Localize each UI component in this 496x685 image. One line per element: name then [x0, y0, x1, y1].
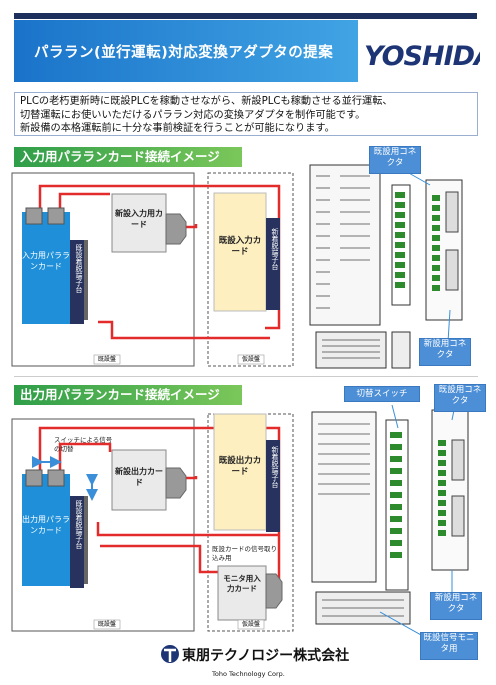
output-parallel-card-label: 出力用パラランカード [22, 515, 70, 535]
signal-capture-note: 既設カードの信号取り込み用 [212, 545, 277, 562]
company-name: 東朋テクノロジー株式会社 [182, 648, 350, 664]
input-module-side [309, 164, 381, 326]
intro-line: PLCの老朽更新時に既設PLCを稼動させながら、新設PLCも稼動させる並行運転、 [20, 96, 393, 107]
output-new-card [111, 449, 167, 511]
top-accent-bar [14, 13, 477, 19]
output-existing-panel [11, 418, 195, 632]
output-section-title: 出力用パラランカード接続イメージ [14, 385, 242, 405]
output-wire-4 [96, 522, 278, 537]
intro-line: 切替運転にお使いいただけるパララン対応の変換アダプタを制作可能です。 [20, 109, 366, 121]
output-new-terminal-label: 新着脱端子台 [271, 446, 279, 488]
input-existing-terminal [70, 240, 84, 324]
switch-note: スイッチによる信号の切替 [54, 436, 113, 453]
section-separator [14, 376, 478, 377]
output-existing-terminal [70, 496, 84, 588]
existing-input-card [213, 192, 267, 312]
output-module-front [431, 409, 469, 571]
company-name-en: Toho Technology Corp. [212, 670, 285, 678]
intro-box: PLCの老朽更新時に既設PLCを稼動させながら、新設PLCも稼動させる並行運転、… [14, 92, 478, 136]
output-callout-existing-connector: 既設用コネクタ [434, 384, 486, 412]
input-existing-terminal-label: 既設着脱端子台 [75, 244, 83, 293]
input-temp-panel-label: 仮設盤 [241, 356, 260, 363]
logo-text: YOSHIDA [364, 41, 480, 72]
input-new-terminal-label: 新着脱端子台 [271, 228, 279, 270]
input-wire-1 [38, 184, 281, 330]
input-callout-existing-connector: 既設用コネクタ [369, 146, 421, 174]
input-temp-panel [207, 172, 294, 367]
output-wire-3 [185, 476, 198, 480]
output-parallel-card [22, 474, 70, 586]
output-callout-new-connector: 新設用コネクタ [430, 592, 482, 620]
output-new-terminal [266, 440, 280, 532]
page-title: パララン(並行運転)対応変換アダプタの提案 [34, 45, 334, 61]
header-banner [14, 20, 358, 82]
output-module-side [311, 411, 377, 583]
output-wire-5 [100, 544, 218, 574]
output-existing-terminal-label: 既設着脱端子台 [75, 500, 83, 549]
intro-line: 新設備の本格運転前に十分な事前検証を行うことが可能になります。 [20, 123, 335, 135]
existing-output-card-label: 既設出力カード [218, 456, 262, 477]
input-parallel-card [22, 212, 70, 324]
input-existing-panel [11, 172, 195, 367]
input-callout-new-connector: 新設用コネクタ [419, 338, 471, 366]
existing-input-card-label: 既設入力カード [218, 236, 262, 257]
input-wire-3 [185, 224, 198, 229]
existing-output-card [213, 413, 267, 531]
input-new-terminal [266, 218, 280, 310]
input-new-card-label: 新設入力用カード [115, 209, 163, 229]
input-wire-4 [98, 320, 270, 340]
output-temp-panel-label: 仮設盤 [241, 621, 260, 628]
input-new-card [111, 193, 167, 253]
output-new-card-label: 新設出力カード [115, 467, 163, 487]
input-section-title: 入力用パラランカード接続イメージ [14, 147, 242, 167]
input-existing-panel-label: 既設盤 [97, 356, 116, 363]
output-existing-panel-label: 既設盤 [97, 621, 116, 628]
input-wire-2 [58, 192, 110, 212]
monitor-card-label: モニタ用入力カード [223, 574, 261, 593]
input-parallel-card-label: 入力用パラランカード [22, 251, 70, 271]
output-callout-switch: 切替スイッチ [344, 386, 420, 402]
output-callout-monitor: 既設信号モニタ用 [420, 632, 478, 660]
yoshida-logo: YOSHIDA [364, 41, 480, 72]
